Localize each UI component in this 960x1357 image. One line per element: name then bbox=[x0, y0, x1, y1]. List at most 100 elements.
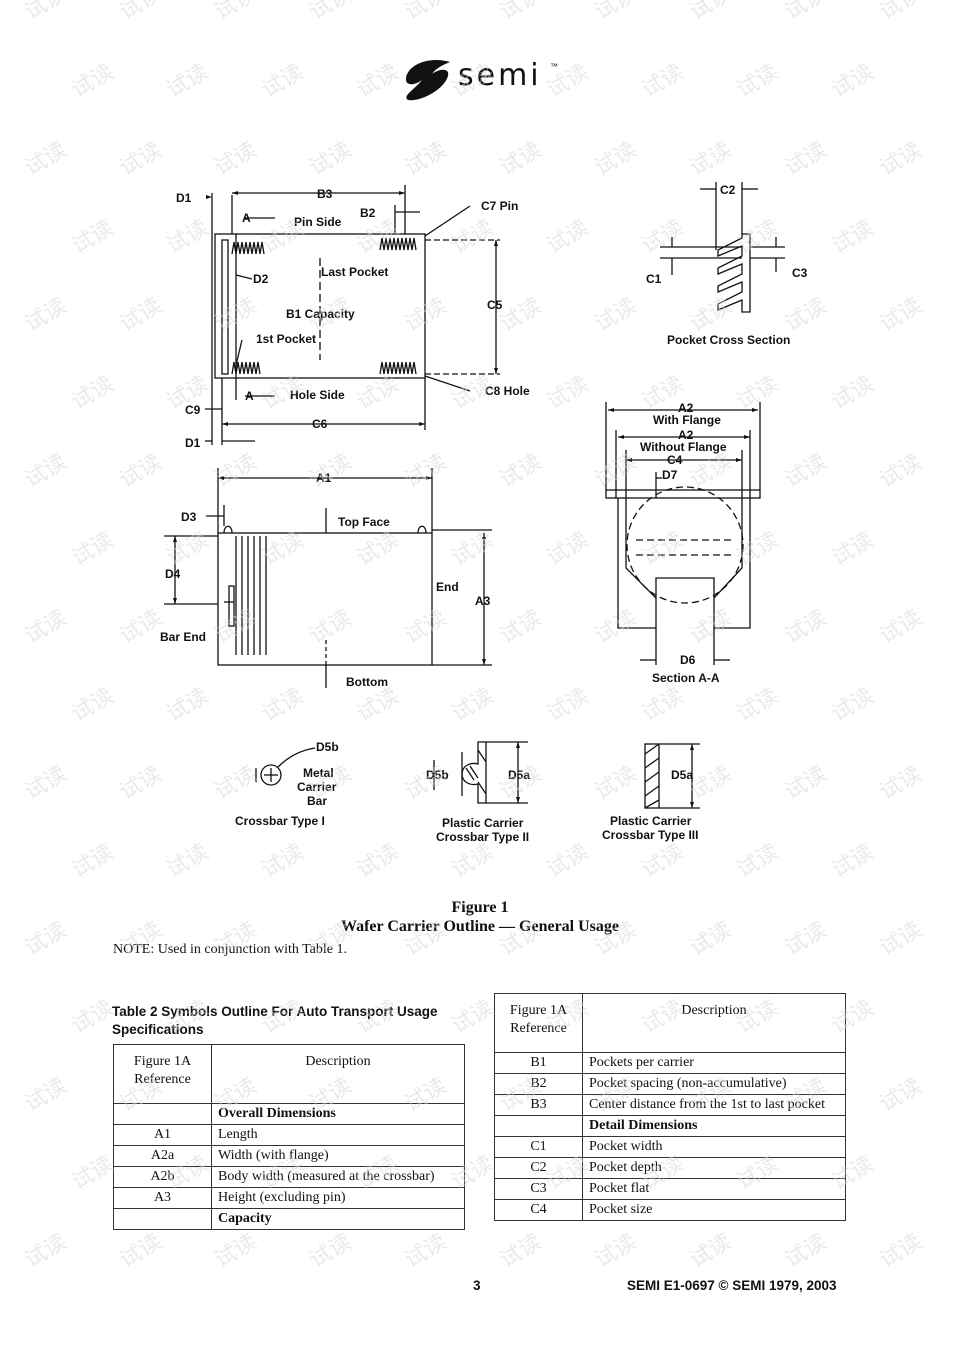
label-d4: D4 bbox=[165, 567, 181, 581]
label-crossbar-type-2: Crossbar Type II bbox=[436, 830, 530, 844]
label-d5b-type2: D5b bbox=[426, 768, 449, 782]
cell-ref: A2a bbox=[113, 1145, 212, 1167]
label-section-aa: Section A-A bbox=[652, 671, 720, 685]
table2-title: Table 2 Symbols Outline For Auto Transpo… bbox=[112, 1004, 438, 1037]
label-top-face: Top Face bbox=[338, 515, 390, 529]
table-row: A2a Width (with flange) bbox=[113, 1145, 465, 1167]
watermark-mark: 试读 bbox=[876, 0, 927, 25]
cell-desc: Body width (measured at the crossbar) bbox=[211, 1166, 465, 1188]
logo-text: semi bbox=[458, 58, 542, 93]
label-c5: C5 bbox=[487, 298, 503, 312]
label-c7-pin: C7 Pin bbox=[481, 199, 519, 213]
footer-standard: SEMI E1-0697 © SEMI 1979, 2003 bbox=[627, 1278, 837, 1293]
watermark-mark: 试读 bbox=[116, 1230, 167, 1274]
table-header-row: Figure 1A Reference Description bbox=[494, 993, 846, 1053]
label-bar: Bar bbox=[307, 794, 328, 808]
header-desc: Description bbox=[582, 993, 846, 1053]
watermark-mark: 试读 bbox=[686, 0, 737, 25]
table-row: A2b Body width (measured at the crossbar… bbox=[113, 1166, 465, 1188]
watermark-mark: 试读 bbox=[591, 1230, 642, 1274]
label-c8-hole: C8 Hole bbox=[485, 384, 530, 398]
label-hole-side: Hole Side bbox=[290, 388, 345, 402]
label-c2: C2 bbox=[720, 183, 736, 197]
cell-ref bbox=[113, 1103, 212, 1125]
label-last-pocket: Last Pocket bbox=[321, 265, 389, 279]
table2-continued: Figure 1A Reference Description B1 Pocke… bbox=[494, 993, 846, 1221]
label-crossbar-type-3: Crossbar Type III bbox=[602, 828, 699, 842]
watermark-mark: 试读 bbox=[496, 0, 547, 25]
label-a2-without: A2 bbox=[678, 428, 694, 442]
watermark-mark: 试读 bbox=[116, 0, 167, 25]
label-a1: A1 bbox=[316, 471, 332, 485]
label-d2: D2 bbox=[253, 272, 269, 286]
watermark-mark: 试读 bbox=[876, 1074, 927, 1118]
trademark-mark: ™ bbox=[550, 62, 558, 71]
label-b1-capacity: B1 Capacity bbox=[286, 307, 355, 321]
watermark-mark: 试读 bbox=[876, 1230, 927, 1274]
watermark-mark: 试读 bbox=[876, 294, 927, 338]
watermark-mark: 试读 bbox=[828, 528, 879, 572]
table-header-row: Figure 1A Reference Description bbox=[113, 1044, 465, 1104]
watermark-mark: 试读 bbox=[211, 1230, 262, 1274]
cell-ref: C3 bbox=[494, 1178, 583, 1200]
table-row: A1 Length bbox=[113, 1124, 465, 1146]
watermark-mark: 试读 bbox=[68, 996, 119, 1040]
label-c4: C4 bbox=[667, 453, 683, 467]
watermark-mark: 试读 bbox=[876, 138, 927, 182]
label-c6: C6 bbox=[312, 417, 328, 431]
cell-desc: Center distance from the 1st to last poc… bbox=[582, 1094, 846, 1116]
watermark-mark: 试读 bbox=[591, 0, 642, 25]
label-d6: D6 bbox=[680, 653, 696, 667]
figure-note: NOTE: Used in conjunction with Table 1. bbox=[113, 942, 348, 957]
wafer-carrier-figure: D1 B3 A Pin Side B2 C7 Pin Last Pocket D… bbox=[150, 170, 820, 860]
label-a-bottom: A bbox=[245, 389, 254, 403]
cell-ref: B3 bbox=[494, 1094, 583, 1116]
label-b2: B2 bbox=[360, 206, 376, 220]
table-row: C2 Pocket depth bbox=[494, 1157, 846, 1179]
watermark-mark: 试读 bbox=[401, 1230, 452, 1274]
label-bar-end: Bar End bbox=[160, 630, 207, 644]
watermark-mark: 试读 bbox=[68, 1152, 119, 1196]
watermark-mark: 试读 bbox=[876, 762, 927, 806]
semi-swoosh-icon bbox=[405, 59, 450, 101]
watermark-mark: 试读 bbox=[828, 840, 879, 884]
watermark-mark: 试读 bbox=[68, 528, 119, 572]
cell-ref: C4 bbox=[494, 1199, 583, 1221]
table-row: B3 Center distance from the 1st to last … bbox=[494, 1094, 846, 1116]
cell-desc: Pocket flat bbox=[582, 1178, 846, 1200]
watermark-mark: 试读 bbox=[68, 684, 119, 728]
label-pocket-cross-section: Pocket Cross Section bbox=[667, 333, 791, 347]
semi-logo: semi ™ bbox=[400, 56, 570, 102]
cell-ref: C2 bbox=[494, 1157, 583, 1179]
watermark-mark: 试读 bbox=[686, 1230, 737, 1274]
label-carrier: Carrier bbox=[297, 780, 337, 794]
label-d5b-type1: D5b bbox=[316, 740, 339, 754]
watermark-mark: 试读 bbox=[876, 450, 927, 494]
watermark-mark: 试读 bbox=[21, 606, 72, 650]
watermark-mark: 试读 bbox=[781, 0, 832, 25]
watermark-mark: 试读 bbox=[21, 450, 72, 494]
label-d7: D7 bbox=[662, 468, 678, 482]
header-ref: Figure 1A Reference bbox=[494, 993, 583, 1053]
header-desc: Description bbox=[211, 1044, 465, 1104]
watermark-mark: 试读 bbox=[68, 372, 119, 416]
cell-ref bbox=[113, 1208, 212, 1230]
cell-section: Detail Dimensions bbox=[582, 1115, 846, 1137]
label-plastic-carrier-3: Plastic Carrier bbox=[610, 814, 692, 828]
label-pin-side: Pin Side bbox=[294, 215, 342, 229]
watermark-mark: 试读 bbox=[306, 0, 357, 25]
figure-drawing bbox=[164, 182, 785, 809]
label-d5a-type3: D5a bbox=[671, 768, 694, 782]
table-row: Overall Dimensions bbox=[113, 1103, 465, 1125]
label-d5a-type2: D5a bbox=[508, 768, 531, 782]
label-plastic-carrier-2: Plastic Carrier bbox=[442, 816, 524, 830]
cell-desc: Width (with flange) bbox=[211, 1145, 465, 1167]
table-row: A3 Height (excluding pin) bbox=[113, 1187, 465, 1209]
cell-ref: A1 bbox=[113, 1124, 212, 1146]
label-a: A bbox=[242, 211, 251, 225]
table2: Figure 1A Reference Description Overall … bbox=[113, 1044, 465, 1230]
label-metal: Metal bbox=[303, 766, 334, 780]
watermark-mark: 试读 bbox=[21, 1074, 72, 1118]
cell-ref: B1 bbox=[494, 1052, 583, 1074]
watermark-mark: 试读 bbox=[828, 216, 879, 260]
